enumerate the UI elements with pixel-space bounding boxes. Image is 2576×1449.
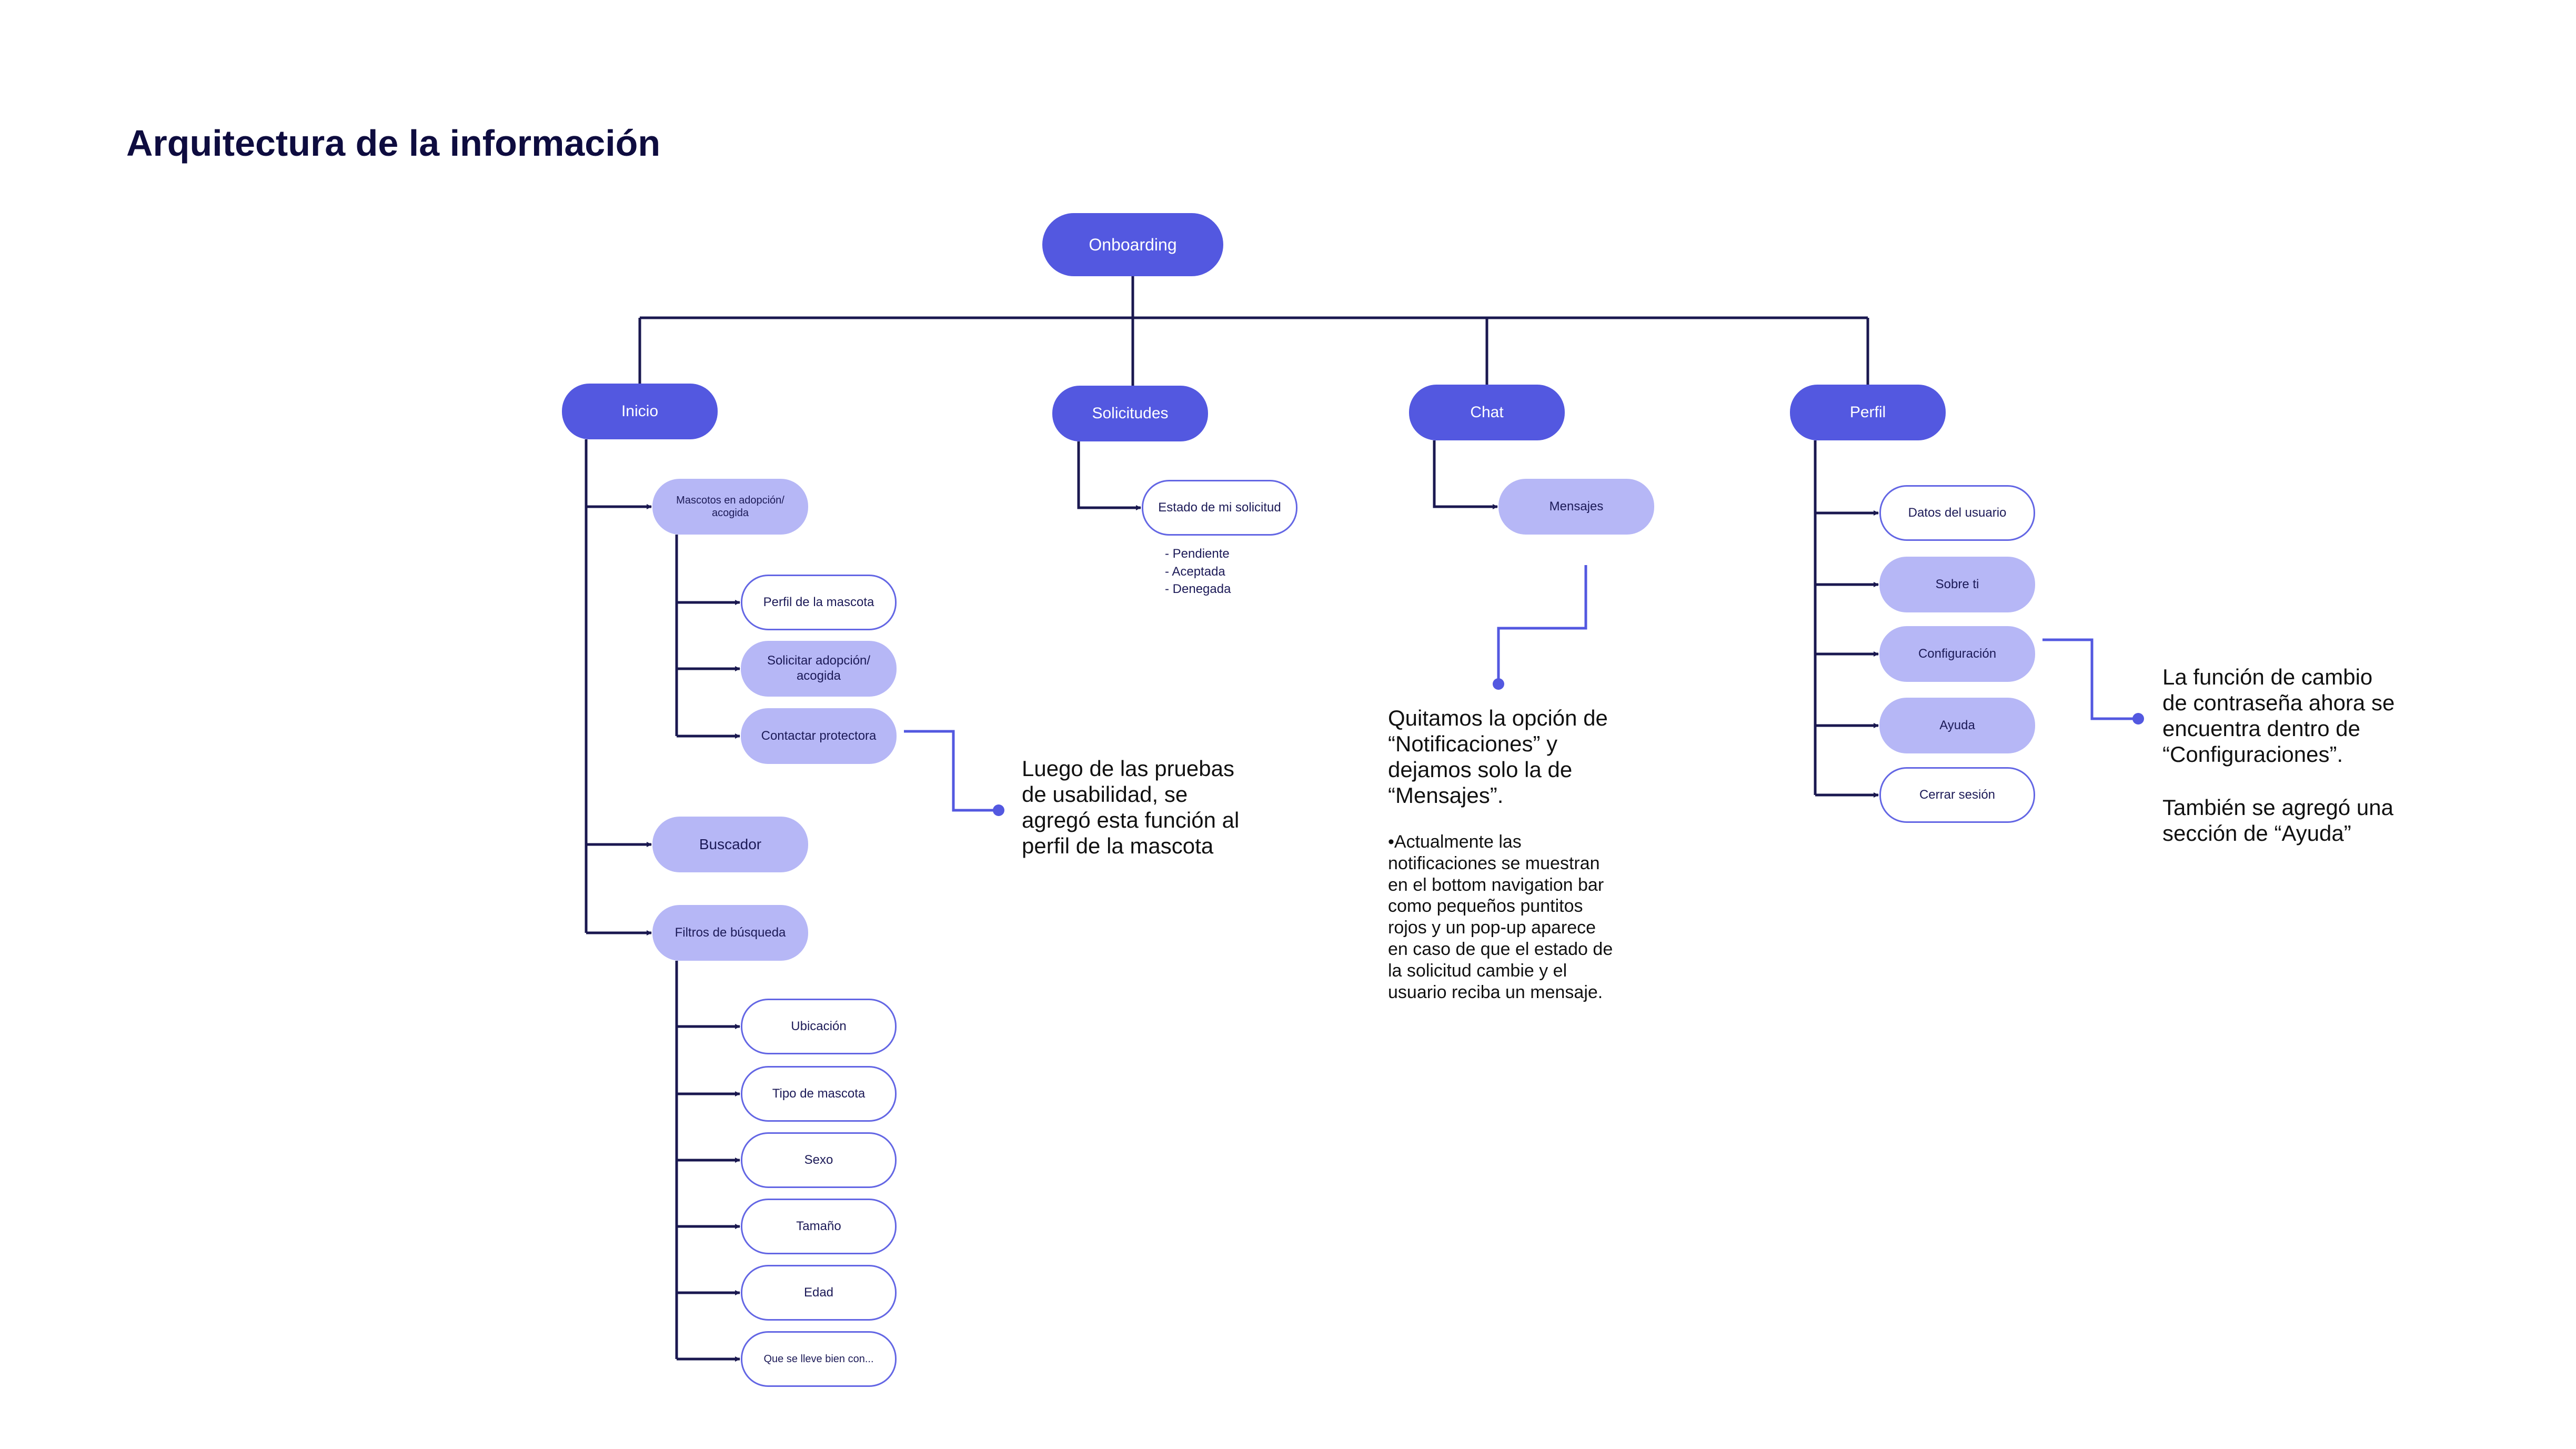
node-cerrar-sesion: Cerrar sesión xyxy=(1879,767,2035,823)
node-filtro-tamano: Tamaño xyxy=(741,1199,897,1254)
node-ayuda: Ayuda xyxy=(1879,698,2035,753)
note-chat-notificaciones: •Actualmente las notificaciones se muest… xyxy=(1388,832,1613,1002)
node-sobre-ti: Sobre ti xyxy=(1879,557,2035,612)
status-options-list: Pendiente Aceptada Denegada xyxy=(1165,545,1231,598)
annotation-line-mensajes xyxy=(1497,565,1587,684)
page-title: Arquitectura de la información xyxy=(126,123,661,164)
node-filtro-compatibilidad: Que se lleve bien con... xyxy=(741,1331,897,1387)
node-configuracion: Configuración xyxy=(1879,626,2035,682)
node-buscador: Buscador xyxy=(652,817,808,872)
node-filtros-busqueda: Filtros de búsqueda xyxy=(652,905,808,961)
annotation-connectors xyxy=(904,565,2138,812)
annotation-dot-configuracion xyxy=(2132,713,2144,724)
note-contactar-protectora: Luego de las pruebas de usabilidad, se a… xyxy=(1022,756,1240,859)
node-perfil-mascota: Perfil de la mascota xyxy=(741,575,897,630)
node-filtro-ubicacion: Ubicación xyxy=(741,999,897,1054)
annotation-line-configuracion xyxy=(2042,638,2138,720)
status-option: Denegada xyxy=(1165,580,1231,598)
arrow-to-mensajes xyxy=(1433,440,1498,509)
node-filtro-tipo-mascota: Tipo de mascota xyxy=(741,1066,897,1122)
arrow-to-estado xyxy=(1077,441,1141,510)
node-solicitudes: Solicitudes xyxy=(1052,386,1208,441)
note-perfil-ayuda: También se agregó una sección de “Ayuda” xyxy=(2162,795,2393,846)
node-estado-solicitud: Estado de mi solicitud xyxy=(1142,480,1297,536)
note-chat-mensajes: Quitamos la opción de “Notificaciones” y… xyxy=(1388,706,1608,808)
connector-root-bus xyxy=(640,276,1868,319)
note-perfil-configuracion: La función de cambio de contraseña ahora… xyxy=(2162,665,2395,767)
node-perfil: Perfil xyxy=(1790,385,1946,440)
node-datos-usuario: Datos del usuario xyxy=(1879,485,2035,541)
node-contactar-protectora: Contactar protectora xyxy=(741,708,897,764)
node-filtro-sexo: Sexo xyxy=(741,1132,897,1188)
node-mensajes: Mensajes xyxy=(1498,479,1654,535)
annotation-dots xyxy=(993,678,2144,816)
tree-arrow-connectors xyxy=(586,440,1879,1362)
status-option: Pendiente xyxy=(1165,545,1231,563)
node-onboarding: Onboarding xyxy=(1042,213,1223,276)
node-inicio: Inicio xyxy=(562,384,718,439)
status-option: Aceptada xyxy=(1165,563,1231,581)
annotation-dot-mensajes xyxy=(1493,678,1504,690)
node-mascotas-adopcion: Mascotos en adopción/ acogida xyxy=(652,479,808,535)
annotation-dot-contactar xyxy=(993,804,1004,816)
node-chat: Chat xyxy=(1409,385,1565,440)
node-solicitar-adopcion: Solicitar adopción/ acogida xyxy=(741,641,897,697)
node-filtro-edad: Edad xyxy=(741,1265,897,1321)
annotation-line-contactar xyxy=(904,730,999,812)
